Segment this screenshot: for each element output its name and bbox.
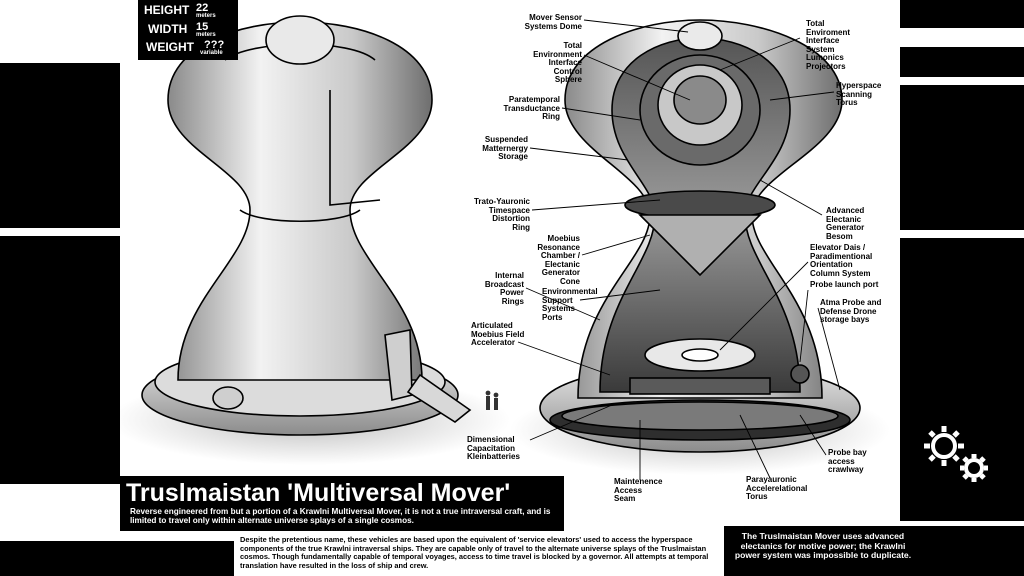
callout-moebius-resonance: Moebius Resonance Chamber / Electanic Ge… <box>537 234 580 286</box>
callout-environmental-support: Environmental Support Systems Ports <box>542 287 598 322</box>
left-panel-upper <box>0 63 120 228</box>
callout-probe-bay: Probe bay access crawlway <box>828 448 867 474</box>
callout-maintenence: Maintenence Access Seam <box>614 477 663 503</box>
power-note-panel <box>724 526 1024 576</box>
callout-mover-sensor: Mover Sensor Systems Dome <box>524 13 582 31</box>
callout-parayauronic: Parayauronic Accelerelational Torus <box>746 475 808 501</box>
callout-leader-lines <box>517 19 841 480</box>
callout-elevator-dais: Elevator Dais / Paradimentional Orientat… <box>810 243 873 278</box>
callout-articulated: Articulated Moebius Field Accelerator <box>471 321 525 347</box>
callout-paratemporal: Paratemporal Transductance Ring <box>503 95 560 121</box>
exterior-vessel <box>141 15 472 436</box>
height-unit: meters <box>196 13 216 19</box>
cutaway-vessel <box>539 19 861 453</box>
weight-label: WEIGHT <box>146 40 194 54</box>
callout-advanced-generator: Advanced Electanic Generator Besom <box>826 206 865 241</box>
width-value: 15 <box>196 21 209 33</box>
width-label: WIDTH <box>148 22 188 36</box>
callout-atma-probe: Atma Probe and Defense Drone storage bay… <box>820 298 882 324</box>
callout-total-env-lumonics: Total Enviroment Interface System Lumoni… <box>806 19 851 71</box>
right-panel-upper-mid <box>900 85 1024 230</box>
human-figures-icon <box>485 390 499 410</box>
right-panel-lower <box>900 238 1024 521</box>
left-panel-lower <box>0 236 120 484</box>
right-panel-top <box>900 0 1024 28</box>
arrow-right-icon <box>4 488 110 520</box>
title-bar <box>120 476 564 531</box>
height-value: 22 <box>196 2 209 14</box>
specs-panel <box>138 0 238 60</box>
description-text: Despite the pretentious name, these vehi… <box>240 535 709 570</box>
power-note-text: The Truslmaistan Mover uses advanced ele… <box>734 531 912 560</box>
callout-internal-broadcast: Internal Broadcast Power Rings <box>484 271 524 306</box>
callout-trato: Trato-Yauronic Timespace Distortion Ring <box>473 197 530 232</box>
bottom-left-bar <box>0 541 234 576</box>
subtitle: Reverse engineered from but a portion of… <box>130 507 551 525</box>
gears-icon <box>924 426 988 482</box>
height-label: HEIGHT <box>144 3 190 17</box>
callout-hyperspace: Hyperspace Scanning Torus <box>836 81 882 107</box>
weight-unit: variable <box>200 50 223 56</box>
callout-suspended: Suspended Matternergy Storage <box>482 135 528 161</box>
width-unit: meters <box>196 32 216 38</box>
callout-probe-launch: Probe launch port <box>810 280 879 289</box>
right-panel-mid <box>900 47 1024 77</box>
callout-dimensional: Dimensional Capacitation Kleinbatteries <box>467 435 520 461</box>
callout-total-env-control: Total Environment Interface Control Sphe… <box>533 41 582 84</box>
weight-value: ??? <box>204 39 225 51</box>
page-title: Truslmaistan 'Multiversal Mover' <box>126 479 511 507</box>
